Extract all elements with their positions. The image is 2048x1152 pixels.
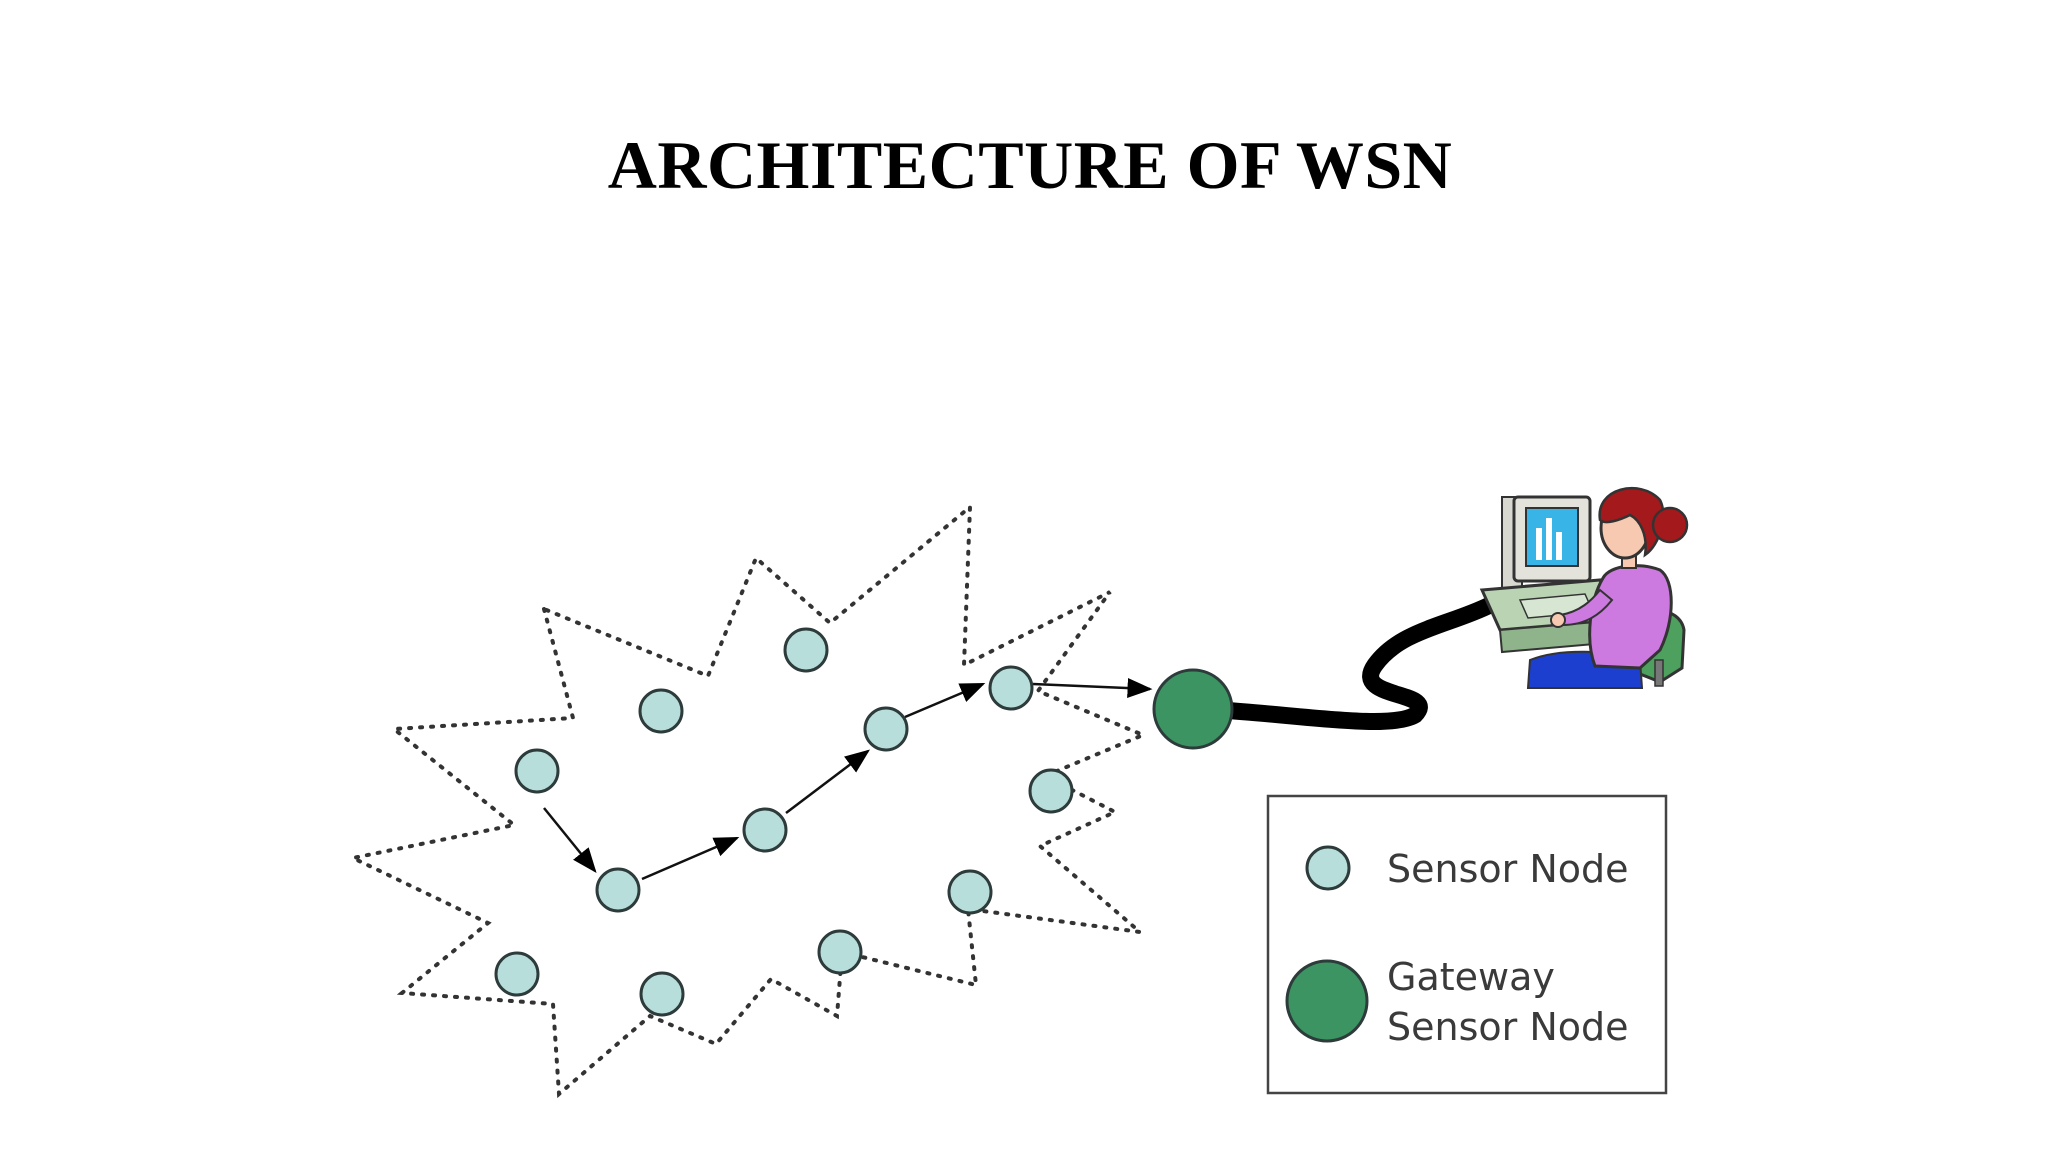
sensor-node [638, 688, 684, 734]
sensor-node [1028, 768, 1074, 814]
sensor-field-boundary [346, 502, 1149, 1099]
sensor-nodes [494, 627, 1074, 1017]
legend-gateway-label-line2: Sensor Node [1387, 1005, 1629, 1049]
sensor-node [863, 706, 909, 752]
sensor-node [639, 971, 685, 1017]
sensor-node [494, 951, 540, 997]
gateway-node [1152, 668, 1234, 750]
user-at-computer-icon [1479, 486, 1689, 689]
gateway-cable [1211, 596, 1499, 730]
sensor-node [742, 807, 788, 853]
routing-path [543, 678, 1153, 881]
slide-title: ARCHITECTURE OF WSN [607, 127, 1453, 203]
legend-gateway-node-icon [1285, 959, 1369, 1043]
sensor-node [595, 867, 641, 913]
sensor-node [514, 748, 560, 794]
sensor-node [783, 627, 829, 673]
sensor-node [947, 869, 993, 915]
legend-box [1266, 794, 1668, 1095]
sensor-node [817, 929, 863, 975]
sensor-node [988, 665, 1034, 711]
legend-sensor-node-icon [1305, 845, 1351, 891]
legend: Sensor Node Gateway Sensor Node [1266, 794, 1668, 1095]
legend-gateway-label-line1: Gateway [1387, 955, 1555, 999]
legend-sensor-label: Sensor Node [1387, 847, 1629, 891]
